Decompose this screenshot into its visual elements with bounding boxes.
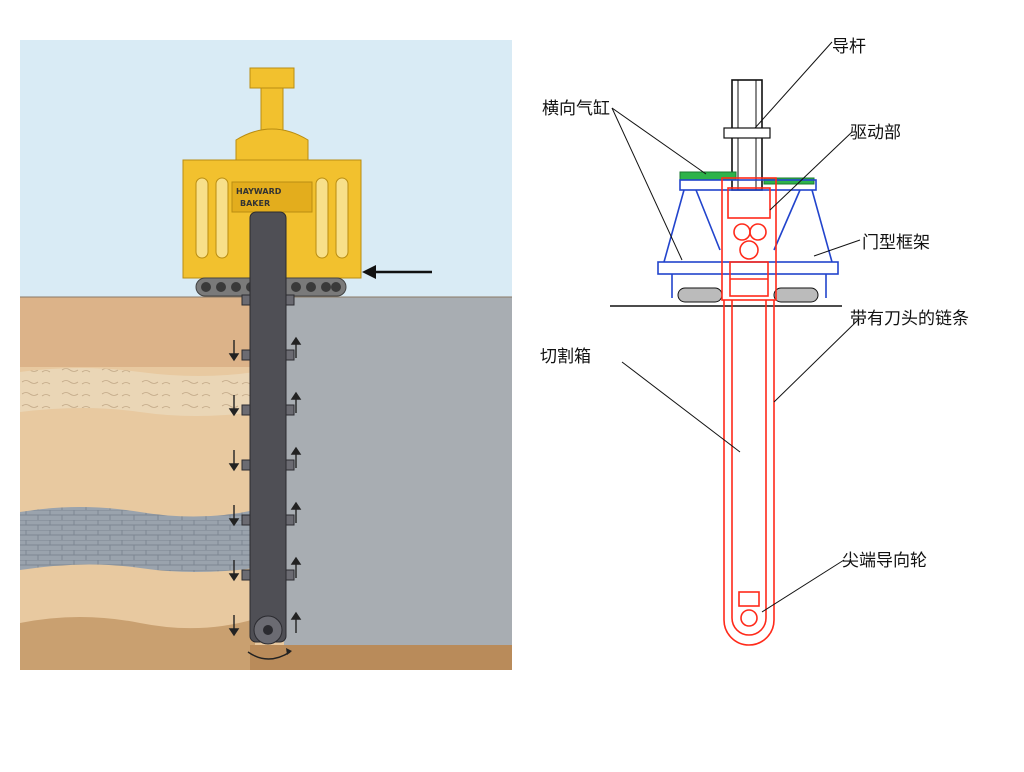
label-lateral-cylinder: 横向气缸	[542, 99, 610, 119]
down-arrows	[228, 340, 240, 637]
label-guide-rod: 导杆	[832, 37, 866, 57]
machine-brand-line1: HAYWARD	[236, 187, 282, 196]
up-arrows	[290, 336, 302, 633]
label-chain-with-cutters: 带有刀头的链条	[850, 309, 969, 329]
rock-layer	[20, 507, 255, 572]
lateral-cylinder-right	[763, 177, 815, 185]
sandy-layer	[20, 368, 255, 416]
label-portal-frame: 门型框架	[862, 233, 930, 253]
soil-band-upper	[20, 297, 250, 367]
rotation-arrow	[247, 651, 291, 660]
portal-frame	[657, 179, 839, 298]
travel-direction-arrow	[362, 265, 432, 279]
schematic-svg	[610, 41, 861, 646]
guide-rod	[723, 79, 771, 191]
machine-brand-line2: BAKER	[240, 199, 270, 208]
leader-lines	[611, 41, 861, 613]
trench-cutter-schematic: 导杆 横向气缸 驱动部 门型框架 带有刀头的链条 切割箱 尖端导向轮	[512, 0, 1024, 768]
trench-fill	[284, 297, 512, 645]
trench-cutter-illustration: HAYWARD BAKER	[20, 40, 512, 670]
cutter-machine: HAYWARD BAKER	[182, 67, 362, 297]
cutting-post	[241, 211, 295, 645]
ground-bottom	[250, 645, 512, 670]
label-cutting-box: 切割箱	[540, 347, 591, 367]
lateral-cylinder-left	[679, 171, 737, 181]
drive-unit	[721, 177, 777, 301]
cutting-box	[723, 300, 775, 646]
tip-guide-wheel	[738, 591, 760, 627]
trench-cutter-svg: HAYWARD BAKER	[20, 40, 512, 670]
label-tip-guide-wheel: 尖端导向轮	[842, 551, 927, 571]
label-drive-unit: 驱动部	[850, 123, 901, 143]
bottom-layer	[20, 617, 255, 670]
base-tracks	[677, 287, 819, 303]
